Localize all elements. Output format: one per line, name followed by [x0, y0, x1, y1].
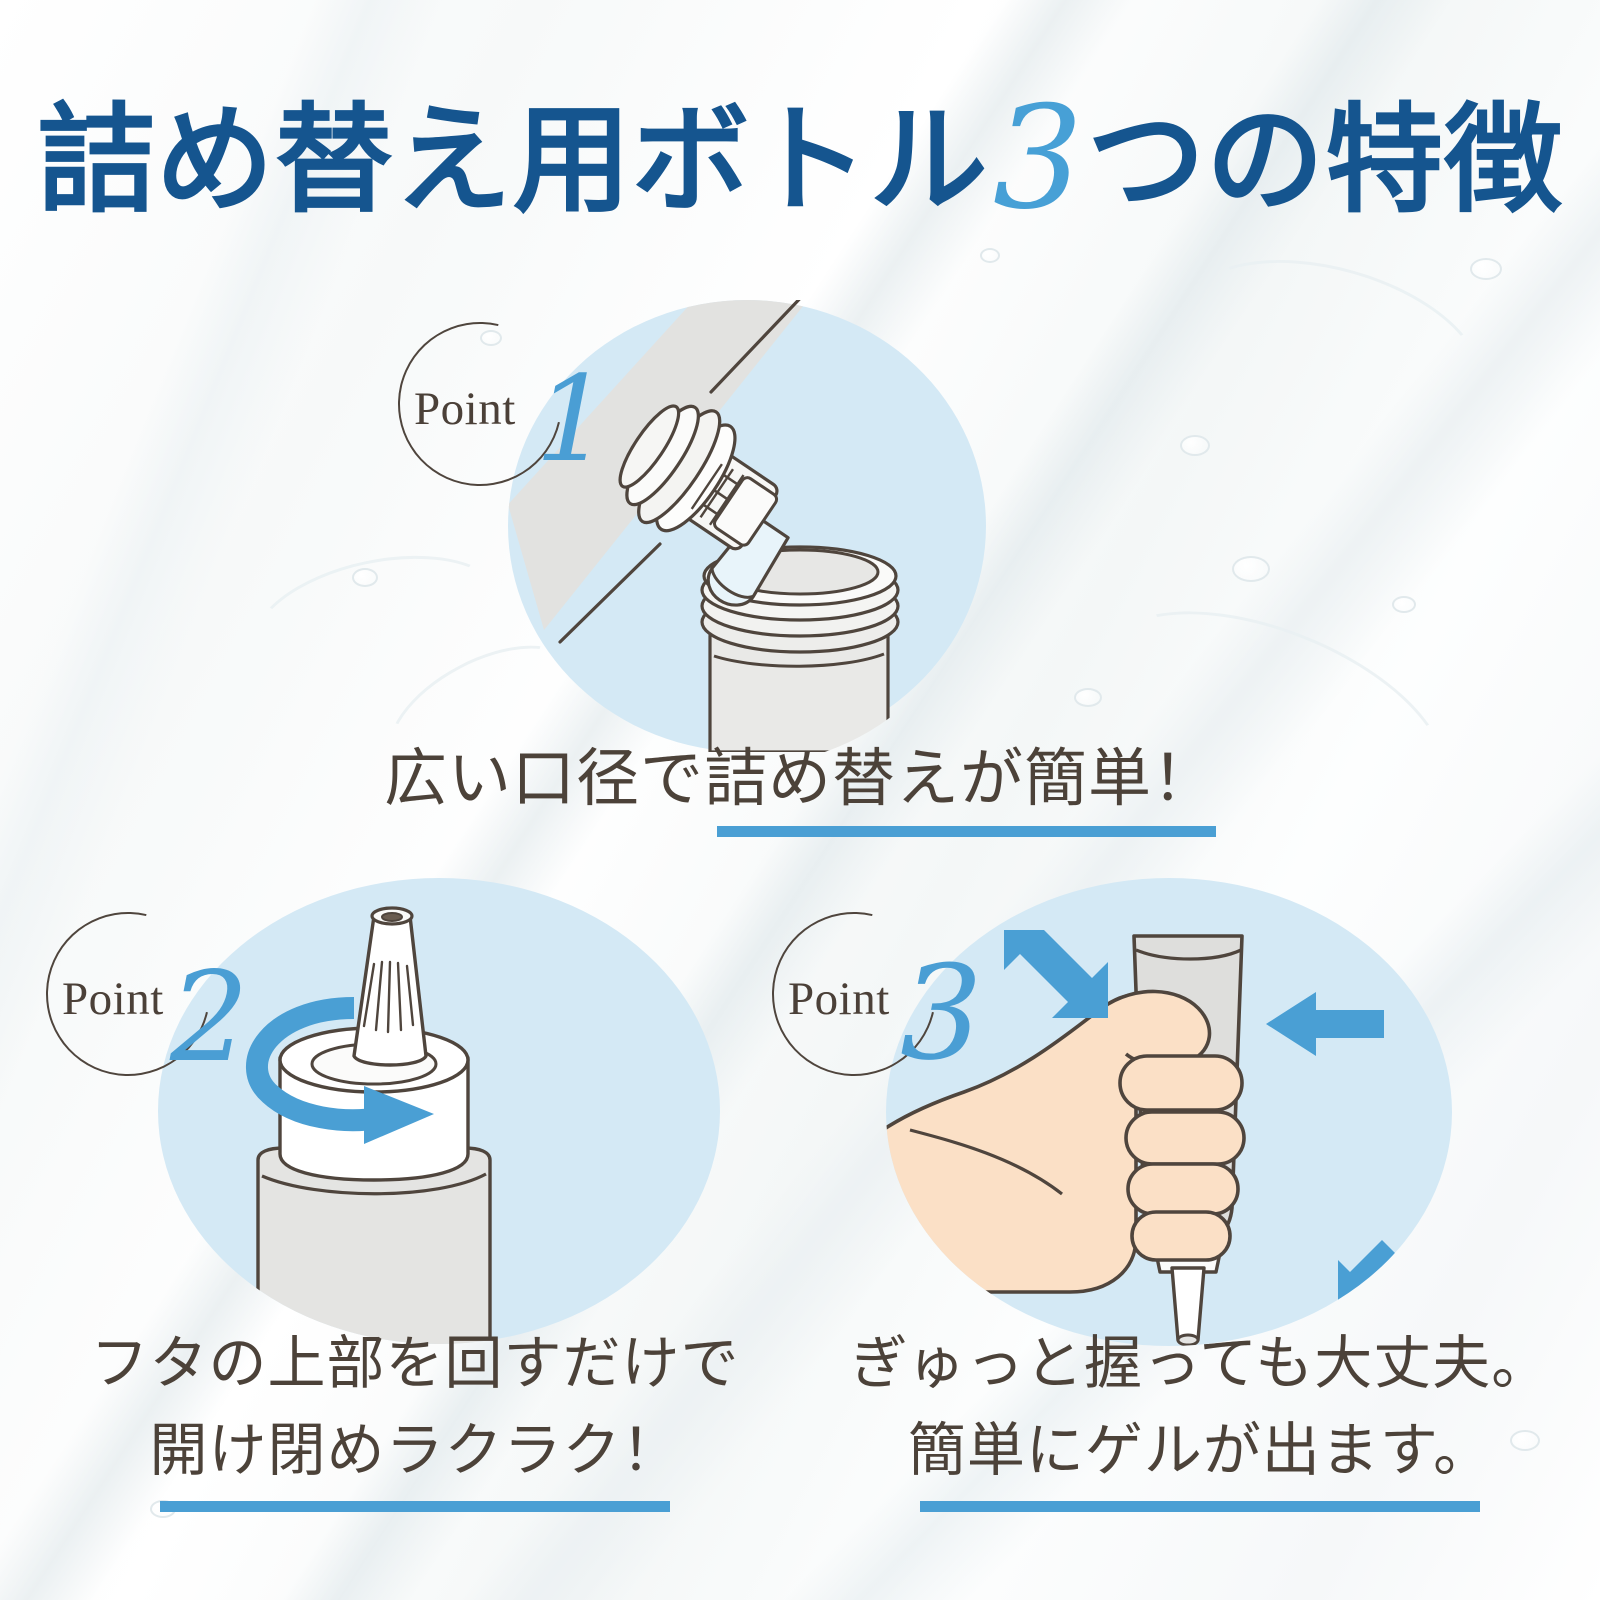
point-1-label: Point 1: [367, 291, 628, 517]
point-3-label: Point 3: [741, 881, 1002, 1107]
point-3-caption: ぎゅっと握っても大丈夫。 簡単にゲルが出ます。: [800, 1320, 1600, 1512]
point-3-label-text: Point: [788, 973, 890, 1025]
point-2-label-text: Point: [62, 973, 164, 1025]
point-1-number: 1: [535, 350, 611, 488]
point-1-label-text: Point: [414, 383, 516, 435]
title-part-2: つの特徴: [1087, 96, 1564, 227]
point-2-caption-line-1: フタの上部を回すだけで: [90, 1331, 740, 1396]
point-3-caption-line-1: ぎゅっと握っても大丈夫。: [849, 1331, 1551, 1396]
point-block-2: Point 2 フタの上部を回すだけで 開け閉めラクラク！: [15, 878, 738, 1512]
title-number-3: 3: [992, 76, 1084, 241]
point-1-illustration: [558, 300, 900, 752]
point-3-illustration: [886, 930, 1406, 1346]
point-1-caption: 広い口径で詰め替えが簡単！: [0, 728, 1600, 837]
point-2-caption-line-2: 開け閉めラクラク！: [149, 1407, 680, 1512]
point-1-caption-line-1: 広い口径で詰め替えが簡単！: [384, 728, 1216, 837]
point-3-caption-line-2: 簡単にゲルが出ます。: [908, 1407, 1492, 1512]
title-part-1: 詰め替え用ボトル: [36, 96, 989, 227]
point-2-number: 2: [170, 946, 249, 1090]
point-2-illustration: [246, 906, 492, 1344]
point-block-1: Point 1 広い口径で詰め替えが簡単！: [0, 291, 1600, 837]
point-2-label: Point 2: [15, 881, 276, 1107]
point-3-number: 3: [900, 937, 983, 1089]
point-2-caption: フタの上部を回すだけで 開け閉めラクラク！: [0, 1320, 830, 1512]
page-title: 詰め替え用ボトル3つの特徴: [0, 78, 1600, 233]
